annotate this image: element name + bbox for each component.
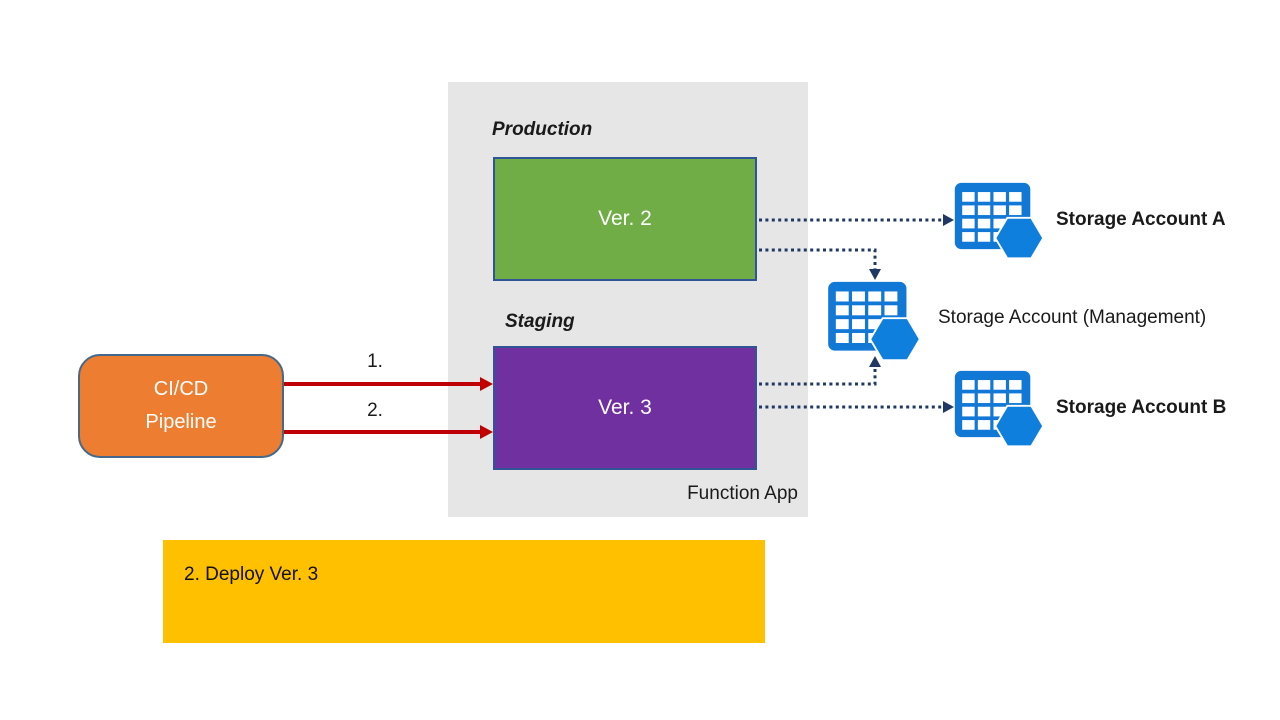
- function-app-label: Function App: [687, 483, 798, 504]
- deploy-arrow-1-label: 1.: [367, 351, 383, 372]
- staging-section-label: Staging: [505, 311, 575, 332]
- deploy-note-box: 2. Deploy Ver. 3: [163, 540, 765, 643]
- cicd-pipeline-box: CI/CD Pipeline: [78, 354, 284, 458]
- production-slot-box: Ver. 2: [493, 157, 757, 281]
- storage-account-management-label: Storage Account (Management): [938, 307, 1207, 328]
- table-storage-icon-management: [826, 280, 922, 364]
- table-storage-icon-b: [953, 369, 1045, 450]
- deploy-note-label: 2. Deploy Ver. 3: [184, 564, 319, 585]
- staging-slot-label: Ver. 3: [598, 396, 652, 419]
- table-storage-icon-a: [953, 181, 1045, 262]
- cicd-pipeline-label-line1: CI/CD: [153, 378, 209, 400]
- storage-account-a-label: Storage Account A: [1056, 209, 1226, 230]
- production-slot-label: Ver. 2: [598, 207, 652, 230]
- storage-account-b-label: Storage Account B: [1056, 397, 1227, 418]
- production-section-label: Production: [492, 119, 593, 140]
- staging-slot-box: Ver. 3: [493, 346, 757, 470]
- deploy-arrow-2-label: 2.: [367, 400, 383, 421]
- cicd-pipeline-label-line2: Pipeline: [145, 411, 217, 433]
